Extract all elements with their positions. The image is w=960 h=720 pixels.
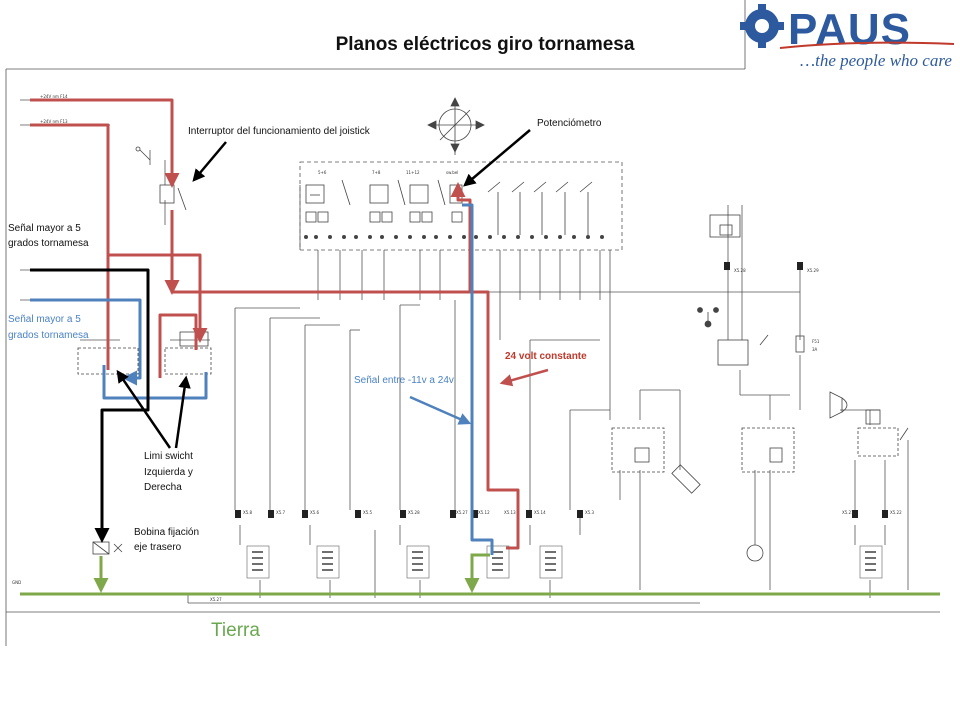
red-power-wires [30, 98, 520, 550]
signal-range-label: Señal entre -11v a 24v [354, 375, 454, 386]
pin-label: X5.21 [842, 510, 854, 515]
signal-blue-label-line1: Señal mayor a 5 [8, 314, 81, 325]
limit-switch-label-line3: Derecha [144, 482, 182, 493]
pin-label: X5.28 [408, 510, 420, 515]
gear-icon [740, 4, 784, 48]
coil-label-line1: Bobina fijación [134, 527, 199, 538]
block-label-4: sw.bel [446, 170, 458, 175]
schematic-text: +24V nm F14 +24V nm F13 GND 5+6 7+8 11+1… [12, 94, 902, 602]
pin-label-top-2: X5.29 [807, 268, 819, 273]
joystick-switch-label: Interruptor del funcionamiento del joist… [188, 126, 371, 137]
potentiometer-label: Potenciómetro [537, 118, 602, 129]
ground-bus [20, 553, 940, 596]
ground-label: Tierra [211, 620, 260, 641]
constant-24v-label: 24 volt constante [505, 351, 587, 362]
signal-blue-label-line2: grados tornamesa [8, 330, 89, 341]
pin-label: X5.7 [276, 510, 286, 515]
block-label-3: 11+12 [406, 170, 420, 175]
connector-pins [235, 262, 888, 518]
pin-label-top-1: X5.28 [734, 268, 746, 273]
page-title: Planos eléctricos giro tornamesa [335, 34, 635, 55]
frame [5, 0, 940, 646]
pin-label: X5.14 [534, 510, 546, 515]
blue-signal-wires [30, 203, 494, 555]
terminal-row [304, 235, 604, 239]
annotation-labels: Interruptor del funcionamiento del joist… [8, 118, 602, 641]
gnd-label: GND [12, 580, 21, 585]
pin-label: X5.13 [504, 510, 516, 515]
coil-label-line2: eje trasero [134, 542, 182, 553]
pin-label: X5.5 [363, 510, 373, 515]
block-label-2: 7+8 [372, 170, 381, 175]
input-f13-label: +24V nm F13 [40, 119, 68, 124]
pin-label: X5.3 [585, 510, 595, 515]
fuse-label: F51 [812, 339, 820, 344]
limit-switch-label-line1: Limi swicht [144, 451, 193, 462]
schematic-components [77, 97, 909, 579]
pin-label: X5.12 [478, 510, 490, 515]
annotation-arrows [116, 129, 549, 449]
logo-tagline: …the people who care [800, 51, 952, 70]
fuse-value: 3A [812, 347, 818, 352]
limit-switch-label-line2: Izquierda y [144, 467, 193, 478]
block-label-1: 5+6 [318, 170, 327, 175]
black-wires [30, 268, 150, 543]
pin-label: X5.6 [310, 510, 320, 515]
bus-label: X5.27 [210, 597, 222, 602]
pin-label: X5.8 [243, 510, 253, 515]
input-f14-label: +24V nm F14 [40, 94, 68, 99]
signal-black-label-line1: Señal mayor a 5 [8, 223, 81, 234]
company-logo: PAUS …the people who care [740, 4, 955, 70]
pin-label: X5.22 [890, 510, 902, 515]
signal-black-label-line2: grados tornamesa [8, 238, 89, 249]
pin-label: X5.27 [456, 510, 468, 515]
